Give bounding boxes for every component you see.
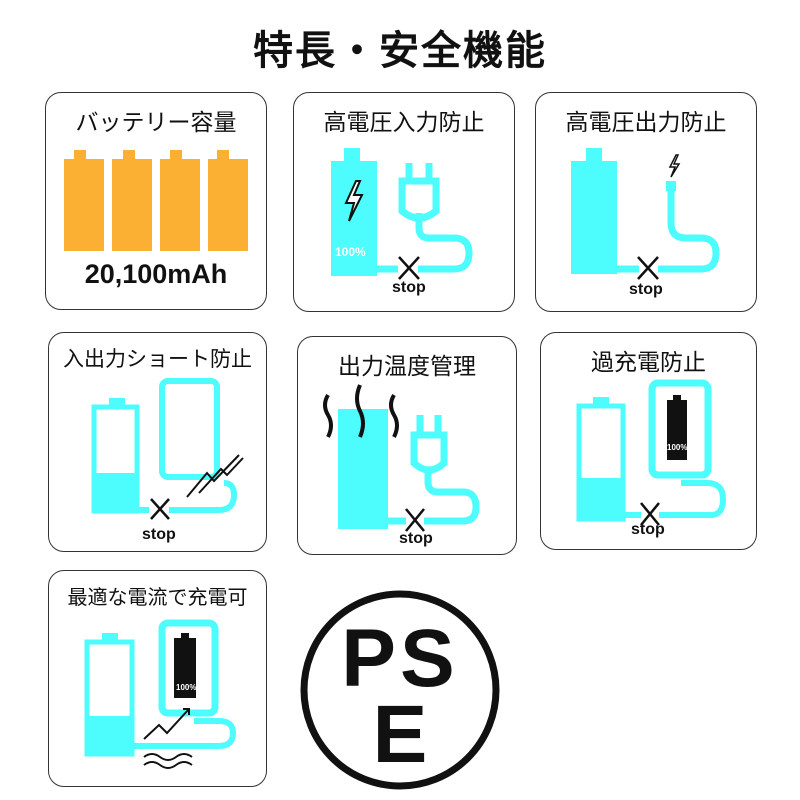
pse-letters-ps: PS [341, 613, 459, 704]
card-overcharge: 過充電防止 100% stop [540, 332, 757, 550]
card-optimal-current: 最適な電流で充電可 100% [48, 570, 267, 787]
card-label: 過充電防止 [591, 350, 706, 376]
card-label: 出力温度管理 [338, 354, 476, 380]
stop-label: stop [631, 521, 665, 538]
percent-label: 100% [176, 683, 197, 692]
card-label: 高電圧出力防止 [565, 110, 727, 136]
percent-label: 100% [667, 443, 688, 452]
card-label: バッテリー容量 [75, 110, 237, 136]
pse-letter-e: E [372, 689, 428, 780]
battery-plug-icon [331, 148, 473, 280]
stop-label: stop [392, 279, 426, 296]
hot-battery-plug-icon [323, 384, 480, 532]
stop-label: stop [629, 281, 663, 298]
card-label: 入出力ショート防止 [63, 347, 252, 371]
stop-label: stop [142, 526, 176, 543]
stop-label: stop [399, 530, 433, 547]
capacity-value: 20,100mAh [84, 259, 228, 289]
percent-label: 100% [335, 245, 366, 259]
pse-circle-icon [300, 590, 500, 790]
page-title: 特長・安全機能 [253, 28, 547, 74]
battery-phone-charge-icon [576, 379, 727, 526]
battery-phone-current-icon [84, 619, 237, 769]
card-label: 最適な電流で充電可 [67, 585, 248, 609]
card-high-voltage-input: 高電圧入力防止 100% stop [293, 92, 515, 312]
battery-cable-icon [571, 148, 720, 280]
battery-phone-short-icon [91, 378, 244, 520]
card-label: 高電圧入力防止 [323, 110, 485, 136]
card-short-circuit: 入出力ショート防止 stop [48, 332, 267, 552]
card-high-voltage-output: 高電圧出力防止 stop [535, 92, 757, 312]
pse-mark: PS E [300, 590, 500, 794]
card-temperature-control: 出力温度管理 stop [297, 336, 517, 555]
card-battery-capacity: バッテリー容量 20,100mAh [45, 92, 267, 310]
battery-cells-icon [64, 150, 248, 251]
